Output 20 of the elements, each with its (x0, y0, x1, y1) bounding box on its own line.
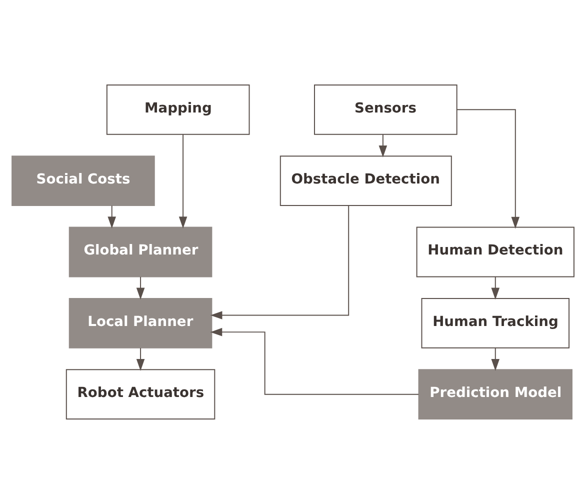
node-box: Obstacle Detection (280, 156, 452, 206)
arrow (491, 276, 500, 300)
arrow (210, 328, 420, 395)
node-box: Human Tracking (421, 298, 570, 348)
node-box: Global Planner (68, 226, 212, 278)
node-box: Robot Actuators (66, 369, 216, 420)
node-box: Human Detection (416, 226, 574, 278)
node-box: Prediction Model (418, 369, 572, 420)
arrow (210, 205, 350, 320)
arrow (178, 134, 188, 228)
node-box: Mapping (106, 84, 250, 135)
node-box: Social Costs (12, 156, 155, 206)
node-box: Sensors (314, 84, 458, 135)
arrow (136, 348, 145, 371)
arrow (456, 109, 520, 229)
arrow (136, 276, 145, 300)
arrow (491, 348, 500, 371)
arrow (108, 205, 116, 228)
node-box: Local Planner (68, 298, 212, 348)
arrow (378, 134, 388, 158)
